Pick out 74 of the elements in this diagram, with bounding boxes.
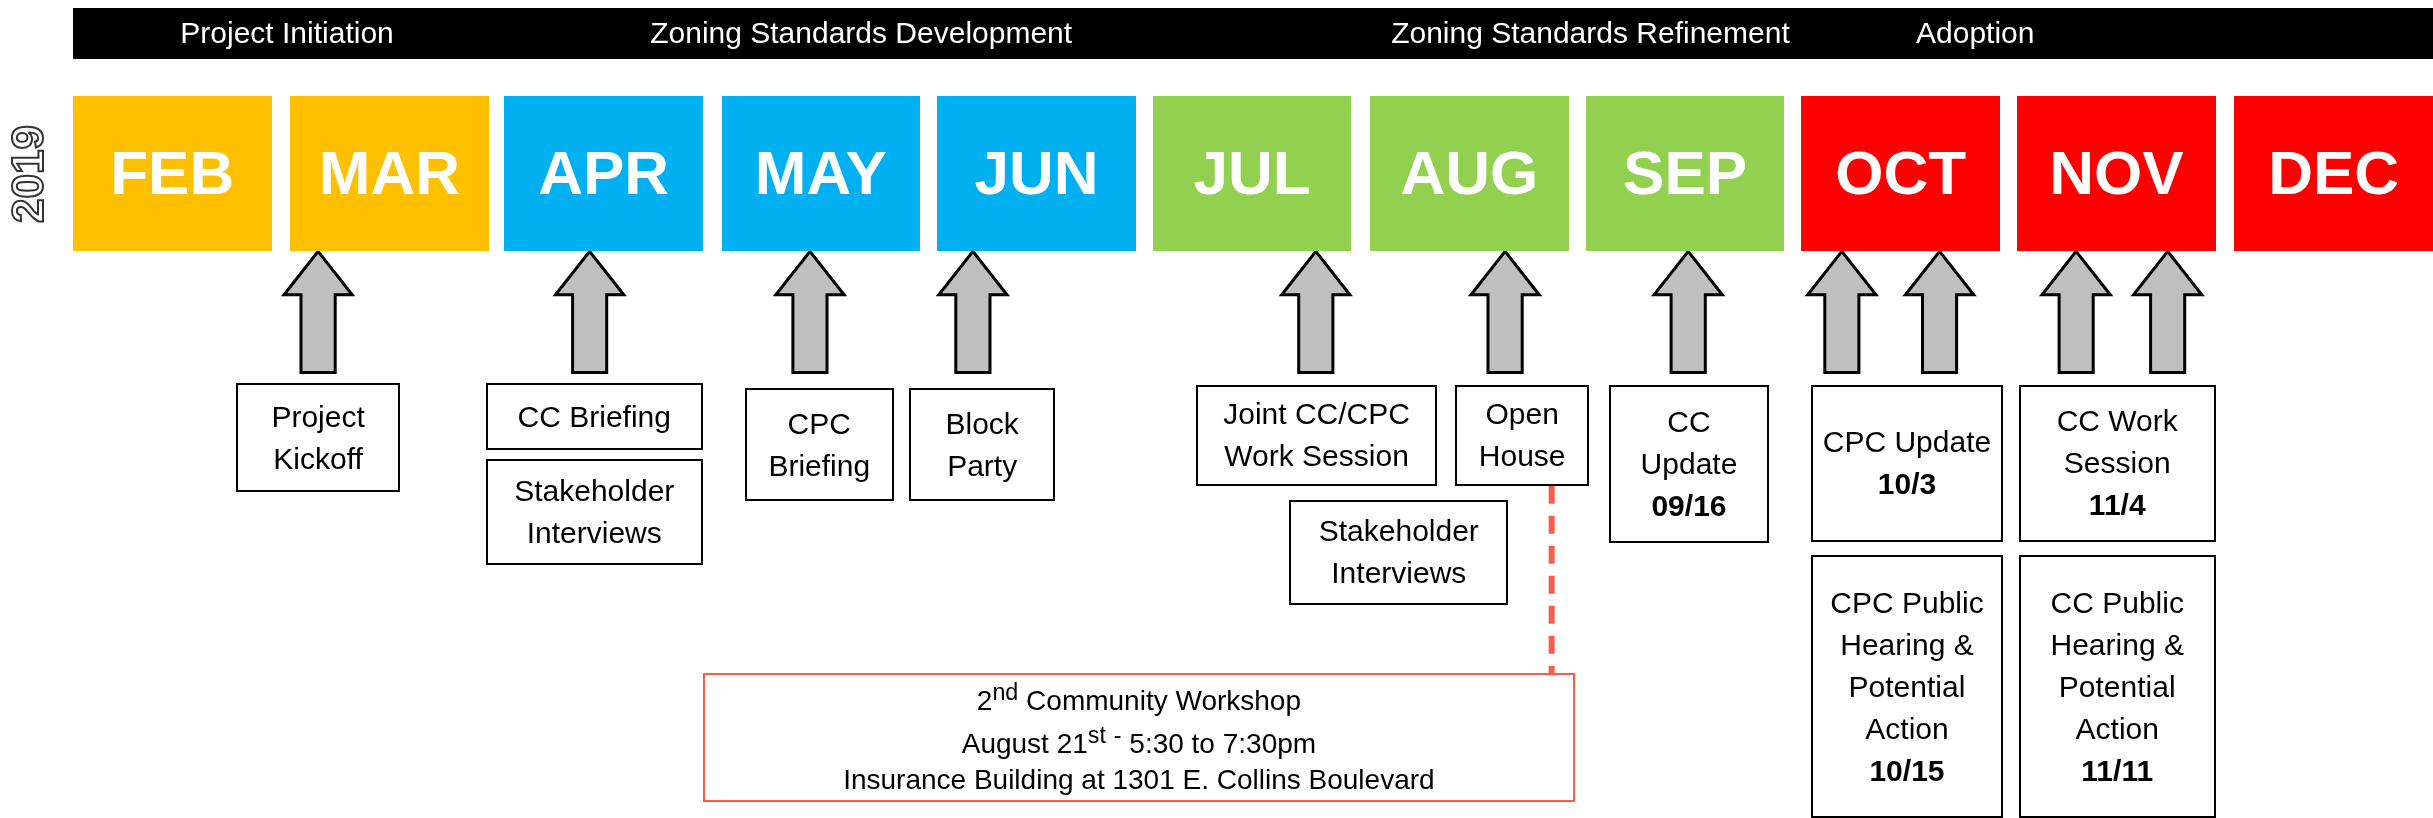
month-label: OCT	[1835, 137, 1967, 210]
block-arrow	[1804, 248, 1880, 374]
event-box	[1196, 384, 1437, 486]
month-block	[290, 96, 489, 252]
connector-line	[1548, 485, 1555, 674]
event-box	[235, 383, 401, 492]
date-text: 09/16	[1651, 487, 1727, 524]
month-label: DEC	[2268, 137, 2400, 210]
event-text: Block Party	[944, 405, 1020, 484]
month-label: JUN	[974, 137, 1099, 210]
year-label: 2019	[2, 124, 53, 223]
month-label: APR	[538, 137, 670, 210]
event-text: CC Public Hearing & Potential Action	[2049, 584, 2185, 747]
block-arrow	[935, 248, 1011, 374]
event-text: Stakeholder Interviews	[513, 473, 676, 552]
block-arrow	[1467, 248, 1543, 374]
event-text: CC Work Session	[2055, 403, 2179, 482]
date-text: 11/11	[2081, 752, 2154, 789]
event-text: Insurance Building at 1301 E. Collins Boulevard	[843, 763, 1435, 798]
block-arrow	[1902, 248, 1977, 374]
event-text: Joint CC/CPC Work Session	[1222, 396, 1411, 475]
event-text: CPC Public Hearing & Potential Action	[1829, 584, 1985, 747]
month-block	[2234, 96, 2433, 252]
month-label: NOV	[2049, 137, 2184, 210]
month-label: FEB	[110, 137, 235, 210]
month-block	[721, 96, 921, 252]
block-arrow	[1278, 248, 1353, 374]
event-box	[2018, 384, 2216, 542]
event-box	[1455, 384, 1589, 486]
block-arrow	[2130, 248, 2205, 374]
event-text: Stakeholder Interviews	[1317, 513, 1480, 592]
phase-label: Adoption	[1916, 15, 2035, 50]
month-label: JUL	[1193, 137, 1311, 210]
event-box	[744, 387, 894, 502]
month-block	[1152, 96, 1352, 252]
month-label: AUG	[1400, 137, 1539, 210]
month-block	[504, 96, 703, 252]
event-box	[485, 383, 703, 450]
phase-label: Project Initiation	[180, 15, 394, 50]
event-box	[909, 387, 1056, 502]
event-box	[1810, 384, 2004, 542]
month-label: MAY	[754, 137, 887, 210]
block-arrow	[772, 248, 848, 374]
event-box	[485, 459, 703, 565]
block-arrow	[552, 248, 627, 374]
month-block	[72, 96, 272, 252]
date-text: 10/15	[1869, 752, 1945, 789]
event-box	[1289, 499, 1509, 606]
phase-label: Zoning Standards Refinement	[1391, 15, 1790, 50]
month-block	[1370, 96, 1569, 252]
block-arrow	[280, 248, 356, 374]
month-label: SEP	[1623, 137, 1748, 210]
month-label: MAR	[318, 137, 461, 210]
event-text: CPC Update	[1822, 424, 1992, 461]
event-box	[1810, 555, 2004, 818]
event-text: 2$^{nd}$ Community Workshop	[976, 677, 1301, 719]
event-box	[1609, 384, 1769, 544]
event-text: CPC Briefing	[767, 405, 872, 484]
date-text: 10/3	[1877, 466, 1937, 503]
date-text: 11/4	[2088, 487, 2146, 524]
event-callout-box	[702, 673, 1575, 803]
event-text: Open House	[1477, 396, 1567, 475]
month-block	[2017, 96, 2216, 252]
event-text: CC Briefing	[517, 398, 671, 435]
block-arrow	[1651, 248, 1726, 374]
event-text: CC Update	[1639, 403, 1739, 482]
event-text: August 21$^{st}$ $^{-}$ 5:30 to 7:30pm	[961, 720, 1317, 761]
event-box	[2018, 555, 2216, 818]
event-text: Project Kickoff	[270, 398, 366, 477]
phase-label: Zoning Standards Development	[650, 15, 1073, 50]
month-block	[1801, 96, 2001, 252]
month-block	[937, 96, 1136, 252]
month-block	[1585, 96, 1785, 252]
block-arrow	[2038, 248, 2114, 374]
